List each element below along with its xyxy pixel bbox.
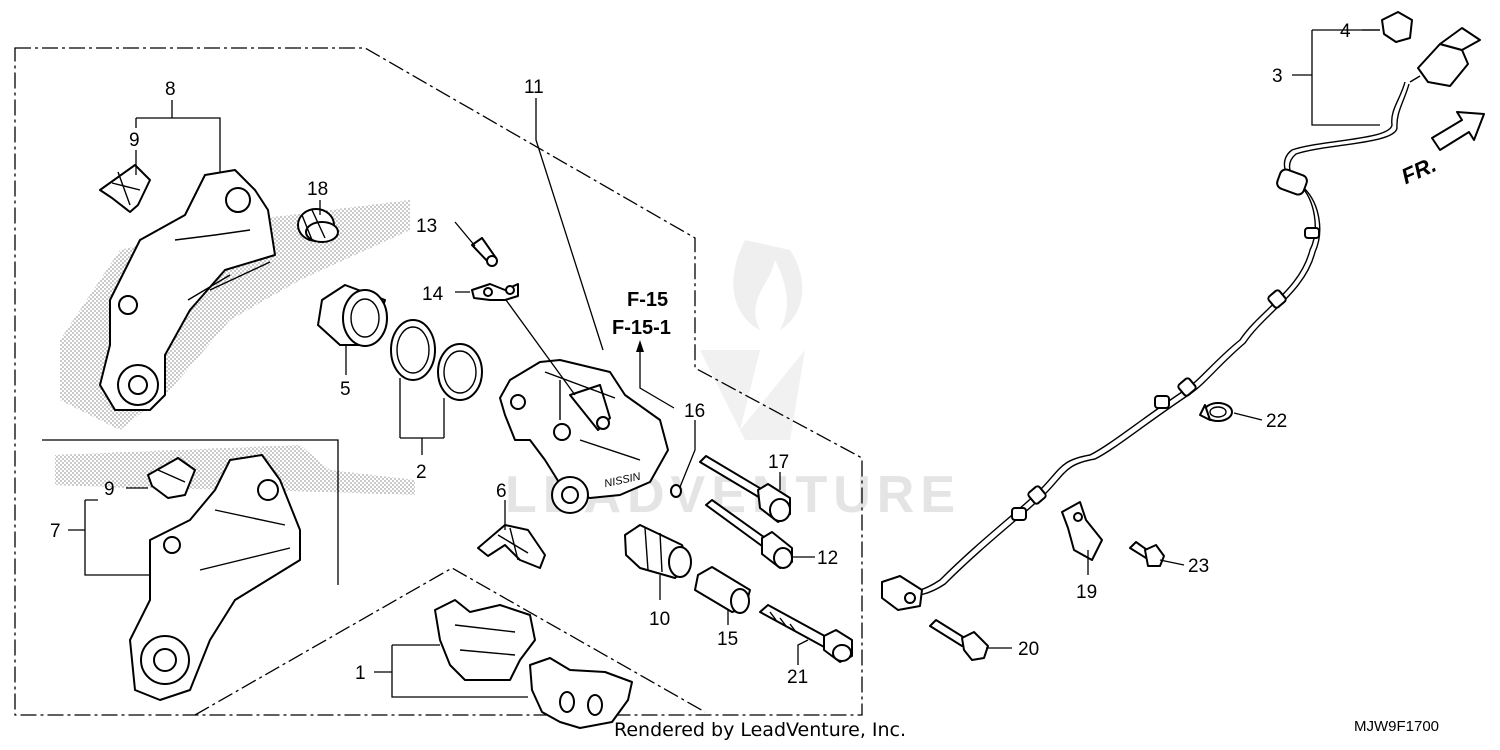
callout-12: 12 [817, 548, 838, 569]
abs-sensor-harness [881, 27, 1481, 611]
callout-6: 6 [496, 481, 507, 502]
caliper-pin-upper [699, 455, 791, 523]
group-outline-pads [194, 567, 706, 716]
front-direction-arrow: FR. [1397, 111, 1485, 189]
callout-9-lower: 9 [104, 479, 115, 500]
callout-3: 3 [1272, 66, 1283, 87]
callout-19: 19 [1076, 582, 1097, 603]
reference-f15-1: F-15-1 [612, 317, 671, 339]
group-outline-bracket [42, 439, 339, 585]
pad-clip-lower [147, 457, 196, 499]
caliper-bracket-lower [129, 454, 301, 701]
callout-23: 23 [1188, 556, 1209, 577]
callout-21: 21 [787, 667, 808, 688]
wire-clamp [1199, 402, 1233, 422]
pin-sleeve [694, 566, 751, 614]
callout-20: 20 [1018, 639, 1039, 660]
callout-13: 13 [416, 216, 437, 237]
connector-clip [1381, 11, 1413, 43]
mounting-bolt [759, 604, 853, 663]
callout-8: 8 [165, 79, 176, 100]
callout-9-upper: 9 [129, 130, 140, 151]
group-outline-caliper [14, 47, 863, 716]
piston-seals [390, 319, 483, 401]
reference-f15: F-15 [627, 289, 668, 311]
caliper-bracket-upper [99, 169, 276, 411]
reference-arrow [639, 346, 675, 409]
bleeder-cap [471, 283, 519, 301]
sensor-stay [1061, 501, 1103, 561]
caliper-body: NISSIN [499, 359, 669, 514]
caliper-pin-lower [705, 499, 793, 569]
stay-bolt [1129, 541, 1165, 567]
bleeder-screw [471, 237, 498, 267]
brake-pads [434, 599, 633, 729]
diagram-code: MJW9F1700 [1354, 718, 1440, 735]
o-ring [670, 484, 682, 498]
front-direction-label: FR. [1397, 152, 1440, 189]
callout-22: 22 [1266, 411, 1287, 432]
callout-4: 4 [1340, 21, 1351, 42]
callout-16: 16 [684, 401, 705, 422]
callout-10: 10 [649, 609, 670, 630]
callout-7: 7 [50, 521, 61, 542]
watermark-logo [700, 240, 805, 440]
callout-18: 18 [307, 179, 328, 200]
pad-clip-upper [99, 164, 151, 213]
reference-arrow-head [636, 340, 644, 352]
callout-17: 17 [768, 452, 789, 473]
boot [297, 208, 339, 243]
callout-2: 2 [416, 462, 427, 483]
piston [317, 284, 388, 347]
pad-spring [477, 524, 546, 569]
callout-15: 15 [717, 629, 738, 650]
pin-boot [624, 524, 692, 579]
render-credit: Rendered by LeadVenture, Inc. [614, 719, 907, 741]
callout-14: 14 [422, 284, 444, 305]
callout-11: 11 [524, 77, 544, 98]
callout-1: 1 [355, 663, 366, 684]
sensor-bolt [929, 619, 989, 661]
callout-5: 5 [340, 379, 351, 400]
leader-lines [68, 29, 1380, 698]
